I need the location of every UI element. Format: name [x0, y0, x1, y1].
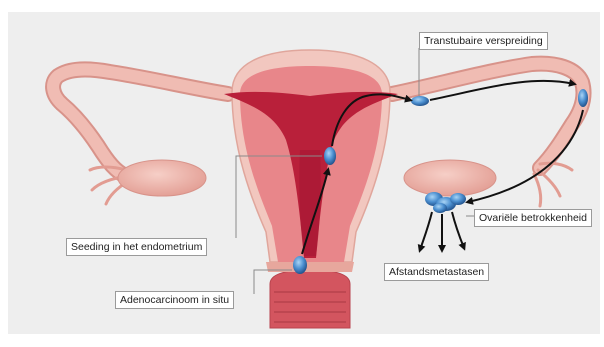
tumor-endometrium	[324, 147, 336, 165]
label-transtubal: Transtubaire verspreiding	[419, 32, 548, 50]
label-insitu: Adenocarcinoom in situ	[115, 291, 234, 309]
label-ovarian: Ovariële betrokkenheid	[474, 209, 592, 227]
tumor-tube-right	[578, 89, 588, 107]
label-distant: Afstandsmetastasen	[384, 263, 489, 281]
left-ovary	[118, 160, 206, 196]
tumor-in-situ	[293, 256, 307, 274]
label-seeding: Seeding in het endometrium	[66, 238, 207, 256]
tumor-tube-left	[411, 96, 429, 106]
right-ovary	[404, 160, 496, 196]
cervix	[270, 270, 350, 328]
